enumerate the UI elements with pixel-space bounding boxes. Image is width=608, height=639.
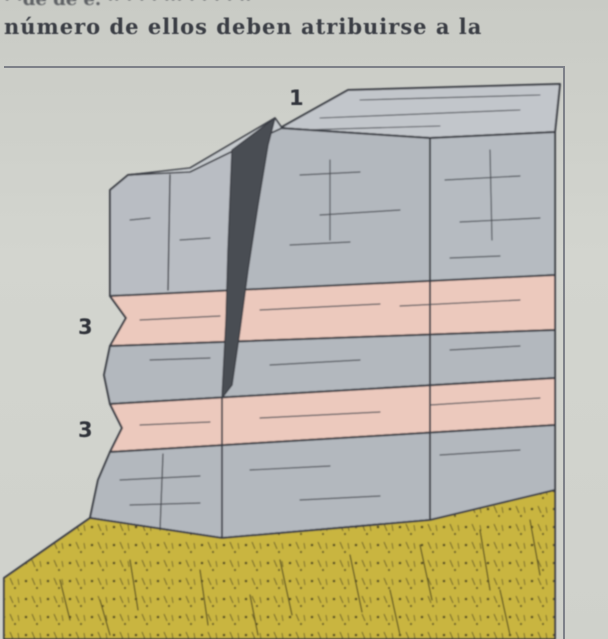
stratum-label-3-lower: 3 [78,418,93,442]
right-limestone-face [430,132,555,282]
stratum-label-3-upper: 3 [78,315,93,339]
stratum-label-1: 1 [289,86,304,110]
